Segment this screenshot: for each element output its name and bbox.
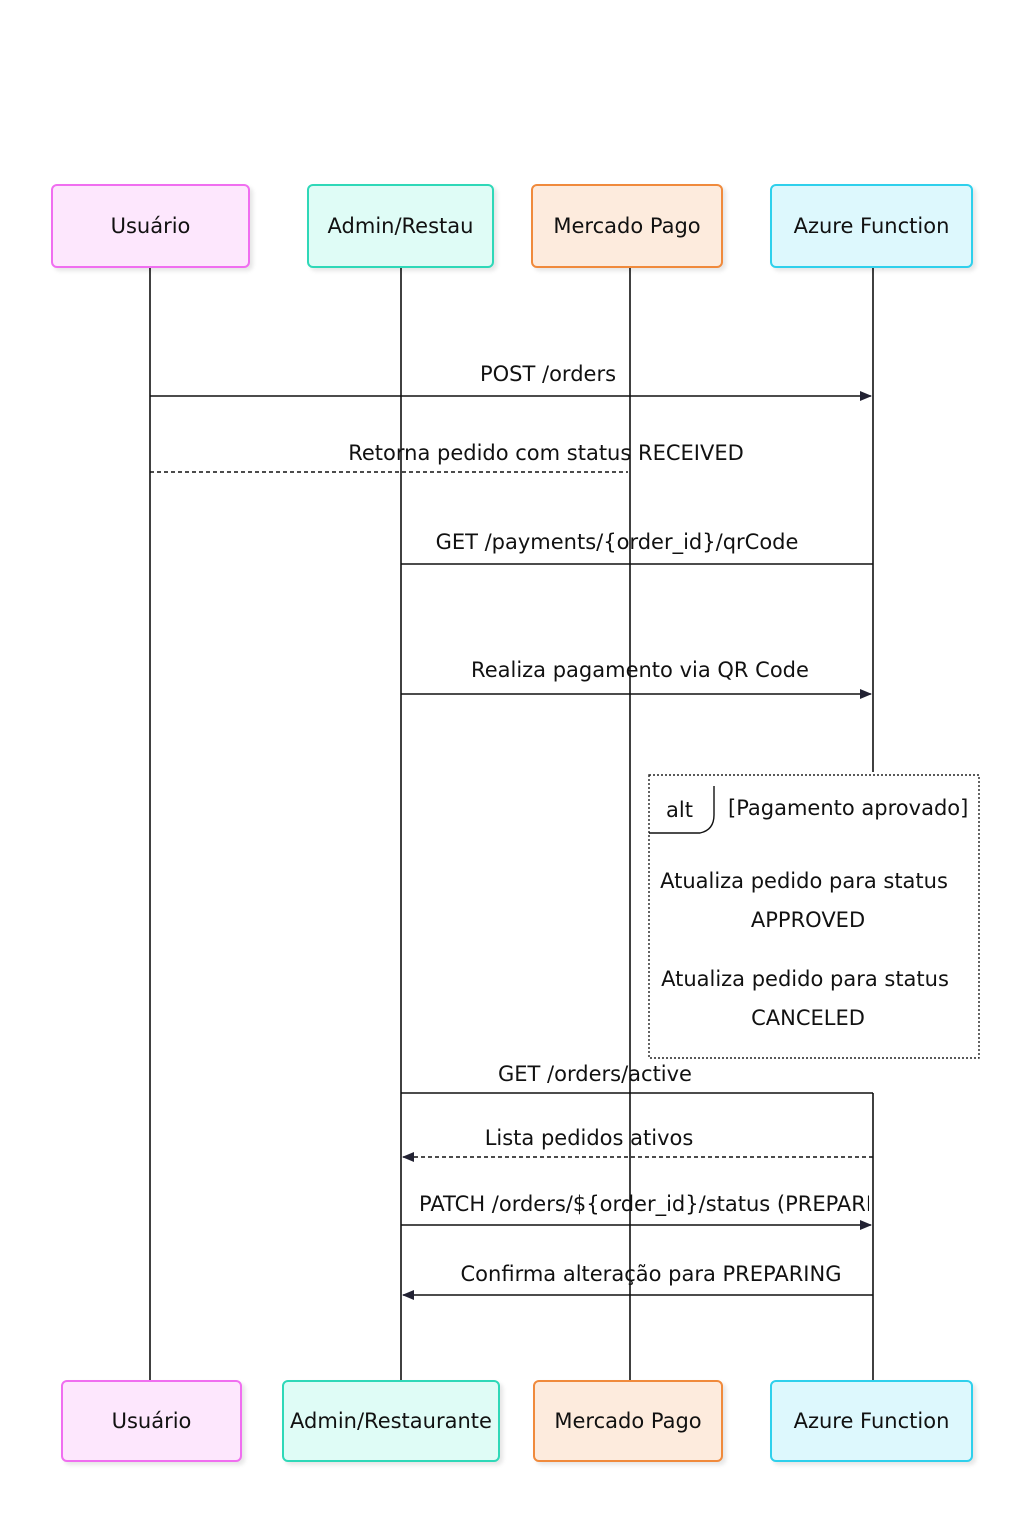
participant-admin-bottom: Admin/Restaurante bbox=[282, 1380, 500, 1462]
alt-branch1-line2: APPROVED bbox=[750, 908, 866, 932]
participant-admin-top: Admin/Restau bbox=[307, 184, 494, 268]
alt-keyword-tab bbox=[649, 786, 715, 834]
message-label-confirma-alteracao: Confirma alteração para PREPARING bbox=[460, 1262, 842, 1286]
alt-frame bbox=[648, 774, 980, 1059]
participant-azure-top: Azure Function bbox=[770, 184, 973, 268]
message-label-get-orders-active: GET /orders/active bbox=[498, 1062, 692, 1086]
alt-keyword: alt bbox=[666, 798, 693, 822]
message-label-lista-pedidos: Lista pedidos ativos bbox=[484, 1126, 694, 1150]
participant-user-bottom: Usuário bbox=[61, 1380, 242, 1462]
message-label-retorna-pedido: Retorna pedido com status RECEIVED bbox=[348, 441, 744, 465]
message-label-patch-status: PATCH /orders/${order_id}/status (PREPAR… bbox=[419, 1192, 869, 1216]
message-label-post-orders: POST /orders bbox=[479, 362, 617, 386]
participant-azure-bottom: Azure Function bbox=[770, 1380, 973, 1462]
participant-mercado-pago-bottom: Mercado Pago bbox=[533, 1380, 723, 1462]
alt-branch1-line1: Atualiza pedido para status bbox=[660, 869, 948, 893]
participant-mercado-pago-top: Mercado Pago bbox=[531, 184, 723, 268]
message-label-realiza-pagamento: Realiza pagamento via QR Code bbox=[471, 658, 809, 682]
message-label-get-qrcode: GET /payments/{order_id}/qrCode bbox=[435, 530, 799, 554]
alt-branch2-line1: Atualiza pedido para status bbox=[661, 967, 949, 991]
alt-branch2-line2: CANCELED bbox=[751, 1006, 865, 1030]
participant-user-top: Usuário bbox=[51, 184, 250, 268]
alt-condition: [Pagamento aprovado] bbox=[728, 796, 969, 820]
